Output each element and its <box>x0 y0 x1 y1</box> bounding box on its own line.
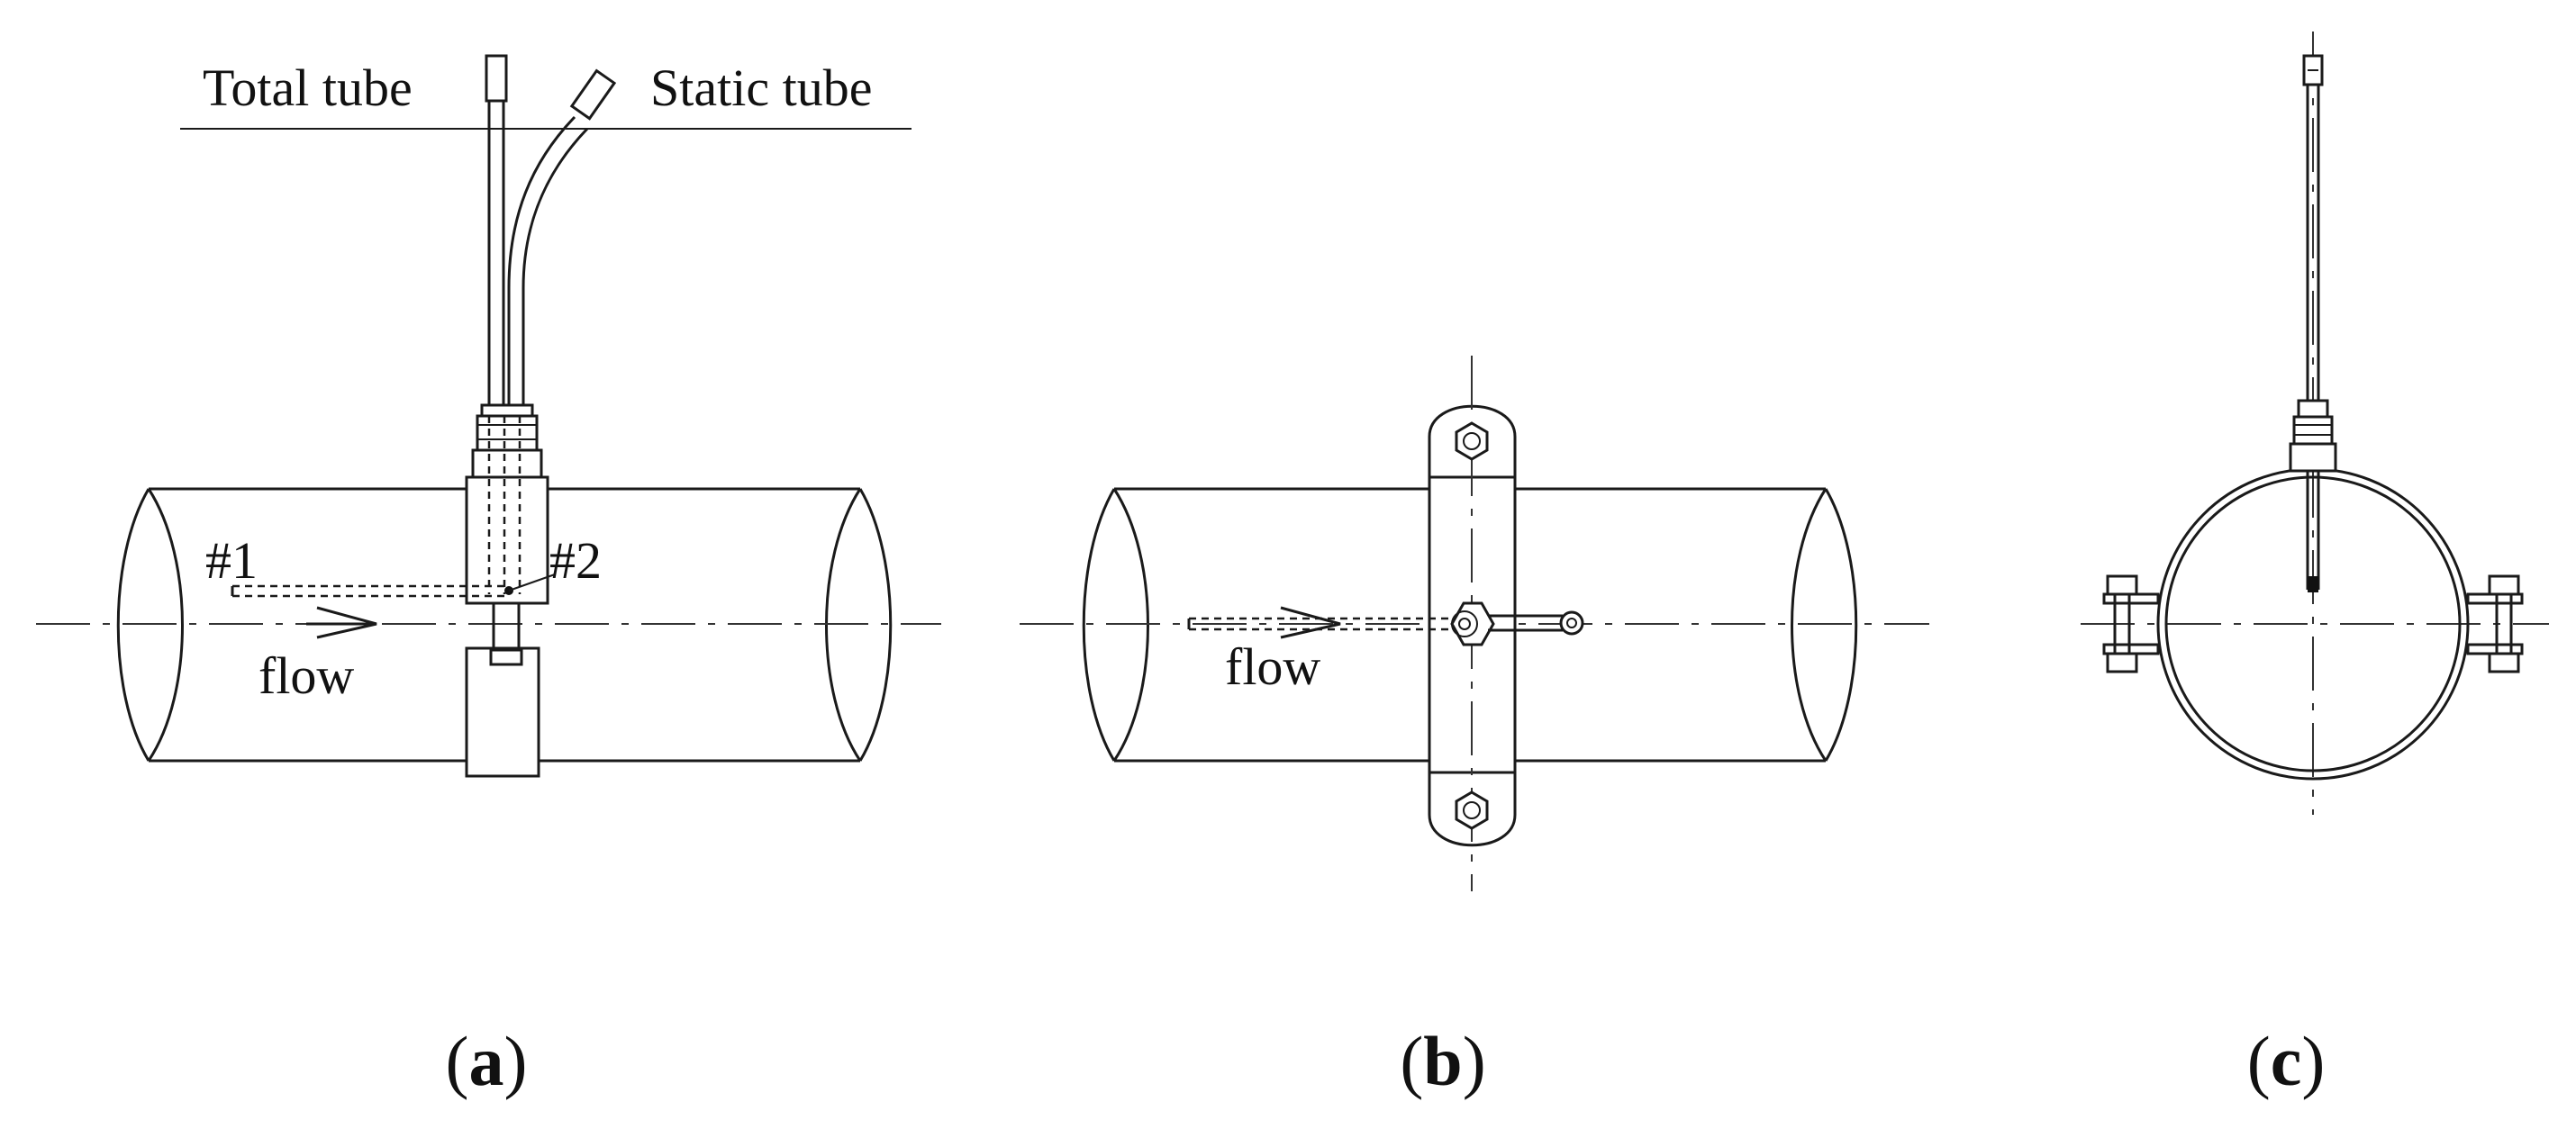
panel-a-gland-fitting <box>465 403 549 648</box>
panel-b-flow-label: flow <box>1225 637 1320 696</box>
panel-a-point-2-label: #2 <box>549 531 602 590</box>
panel-b-top-bolt <box>1455 421 1489 461</box>
panel-a-total-tube <box>485 54 508 405</box>
panel-a-caption: (a) <box>446 1022 528 1100</box>
panel-c-left-flange <box>2102 574 2160 673</box>
panel-a-static-tube <box>507 68 617 405</box>
panel-a-probe <box>231 574 556 598</box>
panel-c-probe <box>2289 54 2337 592</box>
panel-b-flow-arrow <box>1280 606 1341 639</box>
panel-b-bottom-bolt <box>1455 790 1489 830</box>
panel-a-flow-arrow <box>306 606 377 639</box>
panel-a-static-tube-label: Static tube <box>650 59 872 117</box>
panel-b-tube-outlet <box>1488 610 1584 636</box>
panel-c-cross-section: (c) <box>2081 32 2549 1100</box>
panel-a-side-view: Total tube Static tube #1 #2 flow (a) <box>36 54 941 1100</box>
panel-a-flow-label: flow <box>259 646 354 705</box>
panel-a-clamp <box>465 646 540 778</box>
panel-b-fitting-nut <box>1450 601 1495 646</box>
panel-b-caption: (b) <box>1400 1022 1485 1100</box>
panel-c-caption: (c) <box>2247 1022 2326 1100</box>
panel-c-right-flange <box>2466 574 2524 673</box>
panel-b-top-view: flow (b) <box>1020 356 1929 1100</box>
panel-a-point-1-label: #1 <box>205 531 258 590</box>
panel-a-total-tube-label: Total tube <box>203 59 413 117</box>
